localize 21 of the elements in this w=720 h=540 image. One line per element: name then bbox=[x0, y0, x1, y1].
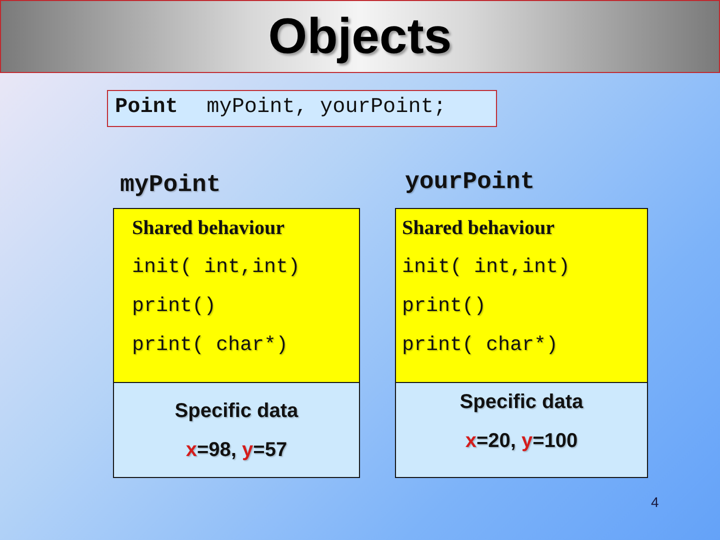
behaviour-panel bbox=[114, 209, 359, 383]
behaviour-panel bbox=[396, 209, 647, 383]
data-panel bbox=[114, 383, 359, 477]
section-heading: Shared behaviour bbox=[132, 217, 284, 240]
method-signature: print() bbox=[132, 295, 216, 318]
slide-title: Objects bbox=[268, 9, 452, 64]
method-signature: init( int,int) bbox=[132, 256, 300, 279]
section-heading: Specific data bbox=[460, 391, 584, 414]
method-signature: print( char*) bbox=[402, 334, 558, 357]
section-heading: Shared behaviour bbox=[402, 217, 554, 240]
page-number: 4 bbox=[651, 494, 659, 510]
attribute-values: x=98, y=57 bbox=[186, 439, 288, 462]
method-signature: print() bbox=[402, 295, 486, 318]
object-name: myPoint bbox=[120, 172, 221, 201]
attribute-values: x=20, y=100 bbox=[465, 430, 578, 453]
object-name: yourPoint bbox=[405, 169, 535, 198]
data-panel bbox=[396, 383, 647, 477]
method-signature: print( char*) bbox=[132, 334, 288, 357]
method-signature: init( int,int) bbox=[402, 256, 570, 279]
code-declaration: Point myPoint, yourPoint; bbox=[107, 90, 497, 127]
section-heading: Specific data bbox=[174, 400, 298, 423]
